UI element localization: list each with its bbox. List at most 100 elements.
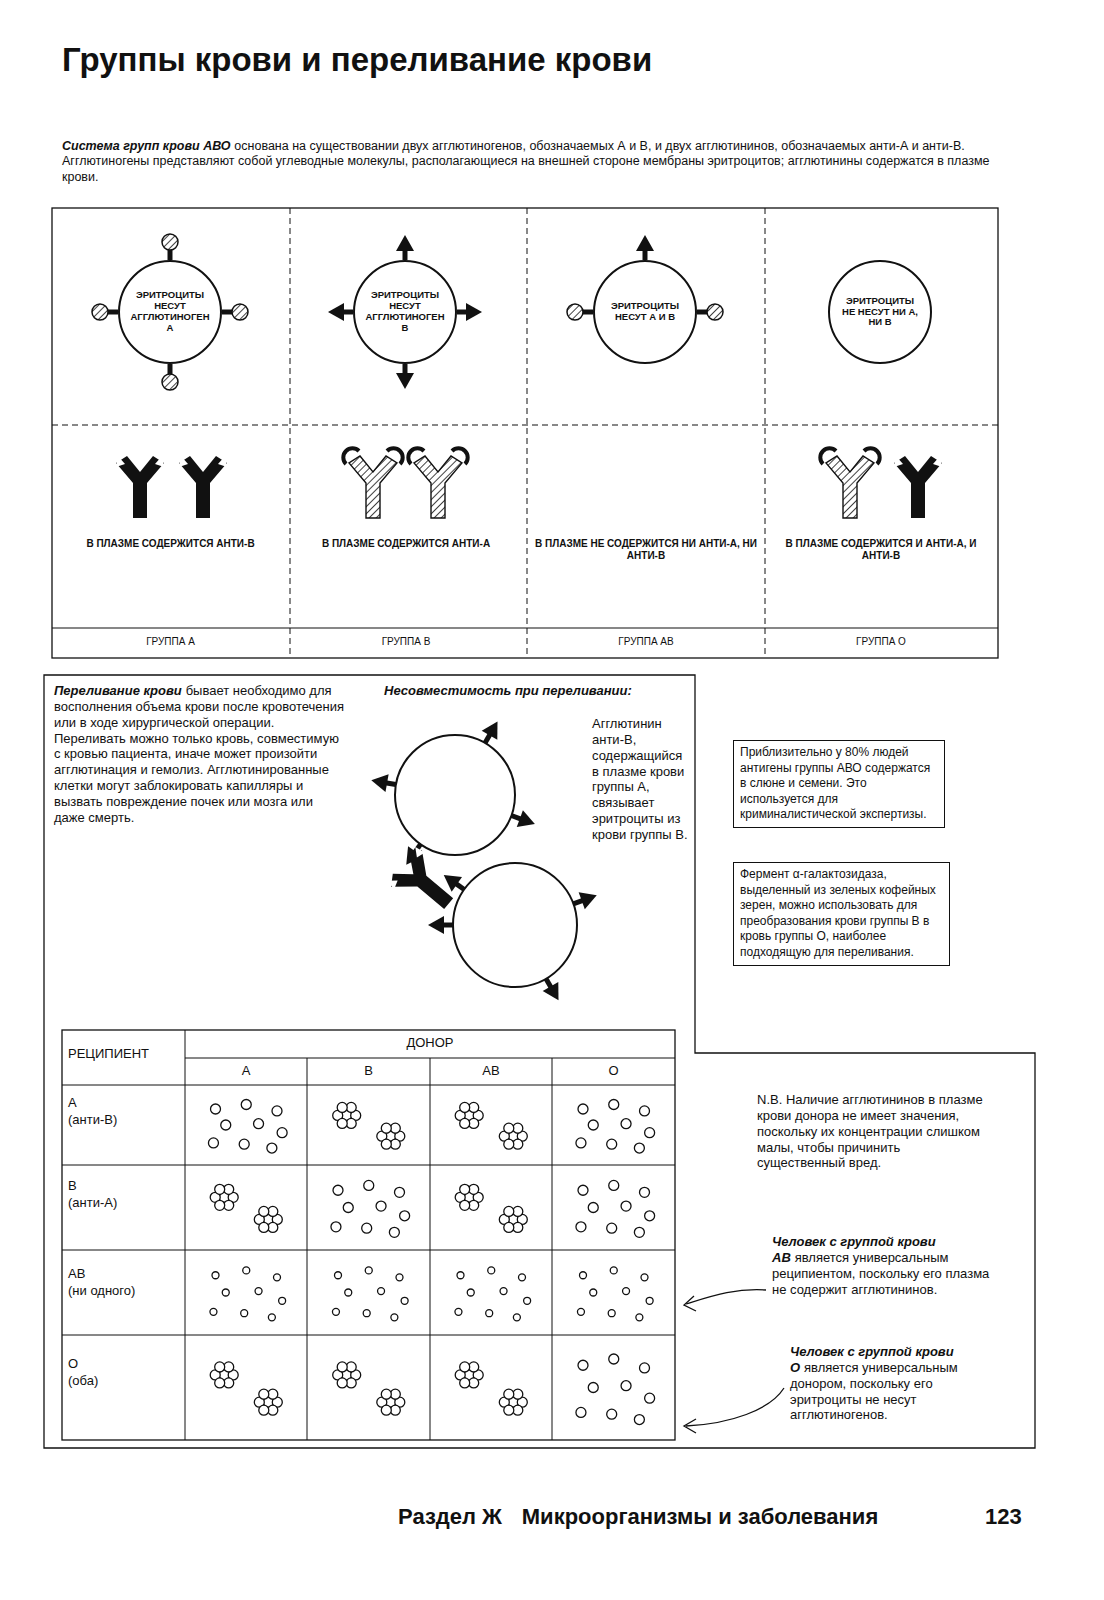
blood-cell [610,1267,617,1274]
text: А [242,1063,251,1078]
antibody-notch [218,456,227,467]
text: ЭРИТРОЦИТЫ НЕСУТ АГГЛЮТИНОГЕН В [363,290,447,334]
section-heading: Несовместимость при переливании: [384,683,689,699]
clumped-cell [259,1222,269,1232]
antigen-b [466,303,482,321]
blood-cell [640,1363,650,1373]
table-frame [62,1030,675,1440]
clumped-cell [504,1139,514,1149]
blood-cell [363,1310,370,1317]
blood-cell [577,1308,584,1315]
antigen-a [707,304,723,320]
table-header: ДОНОР [185,1035,675,1051]
antigen-a [567,304,583,320]
blood-cell [578,1104,588,1114]
arrowhead [684,1296,696,1311]
blood-cell [607,1409,617,1419]
blood-cell [467,1289,474,1296]
clumped-cell [337,1118,347,1128]
blood-cell [400,1211,410,1221]
clumped-cell [381,1389,391,1399]
blood-cell [607,1139,617,1149]
divider [527,208,528,658]
table-cell: В [68,1178,183,1194]
antibody-body [414,456,462,518]
blood-cell [580,1272,587,1279]
anti-a-antibody [343,448,402,518]
text: бывает необходимо для восполнения объема… [54,683,344,825]
text: ГРУППА А [146,636,195,647]
blood-cell [621,1381,631,1391]
antibody-notch [155,456,164,467]
blood-cell [645,1128,655,1138]
table-cell: АВ [68,1266,183,1282]
text: Приблизительно у 80% людей антигены груп… [740,745,938,823]
clumped-cell [215,1378,225,1388]
grid-line [62,1250,675,1251]
text: В [364,1063,373,1078]
antigen-b [371,774,388,792]
antibody-notch [933,456,942,467]
blood-cell [343,1203,353,1213]
antigen-b [328,303,344,321]
antibody-notch [179,456,188,467]
text: В ПЛАЗМЕ СОДЕРЖИТСЯ АНТИ-А [322,538,490,549]
blood-cell [609,1354,619,1364]
blood-cells [208,1100,654,1425]
blood-cell [268,1314,275,1321]
text: Группы крови и переливание крови [62,41,652,78]
text: ЭРИТРОЦИТЫ НЕСУТ АГГЛЮТИНОГЕН А [128,290,212,334]
blood-cell [395,1187,405,1197]
antibody-body [349,456,397,518]
grid-line [552,1058,553,1440]
antibody-body [116,456,164,518]
clumped-cell [337,1362,347,1372]
blood-cell [609,1180,619,1190]
blood-cell [636,1314,643,1321]
blood-cell [331,1222,341,1232]
divider [765,208,766,658]
blood-cell [279,1297,286,1304]
anti-b-antibody [179,456,227,518]
group-label: ГРУППА А [58,636,283,648]
node-text: Приблизительно у 80% людей антигены груп… [740,745,938,823]
blood-cell [588,1120,598,1130]
blood-cell [239,1139,249,1149]
node-text: ЭРИТРОЦИТЫ НЕ НЕСУТ НИ А, НИ В [838,296,922,329]
anti-b-antibody [894,456,942,518]
blood-cell [621,1119,631,1129]
clumped-cell [259,1389,269,1399]
blood-cell [519,1274,526,1281]
antigen-a [232,304,248,320]
table-header: АВ [430,1063,552,1079]
blood-cell [332,1308,339,1315]
table-header: А [185,1063,307,1079]
antibody-cup [408,448,424,464]
note-text: N.B. Наличие агглютининов в плазме крови… [757,1092,989,1171]
clumped-cell [215,1200,225,1210]
table-cell: О [68,1356,183,1372]
clumped-cell [460,1118,470,1128]
red-cell [453,863,577,987]
antibody-body [894,456,942,518]
blood-cell [608,1310,615,1317]
blood-cell [333,1185,343,1195]
blood-cell [254,1119,264,1129]
blood-cell [376,1201,386,1211]
text: N.B. Наличие агглютининов в плазме крови… [757,1092,983,1170]
anti-a-antibody [820,448,879,518]
text: О [68,1356,78,1371]
blood-cell [378,1288,385,1295]
text: является универсальным донором, поскольк… [790,1360,958,1423]
page-number: 123 [985,1504,1065,1531]
group-label: ГРУППА О [770,636,992,648]
red-cell [395,735,515,855]
antibody-cup [452,448,468,464]
grid-line [430,1058,431,1440]
blood-cell [396,1274,403,1281]
red-cell-ab: ЭРИТРОЦИТЫ НЕСУТ А И В [593,260,697,364]
antibody-cup [343,448,359,464]
blood-cell [277,1128,287,1138]
clumped-cell [460,1184,470,1194]
frames [44,208,1035,1448]
